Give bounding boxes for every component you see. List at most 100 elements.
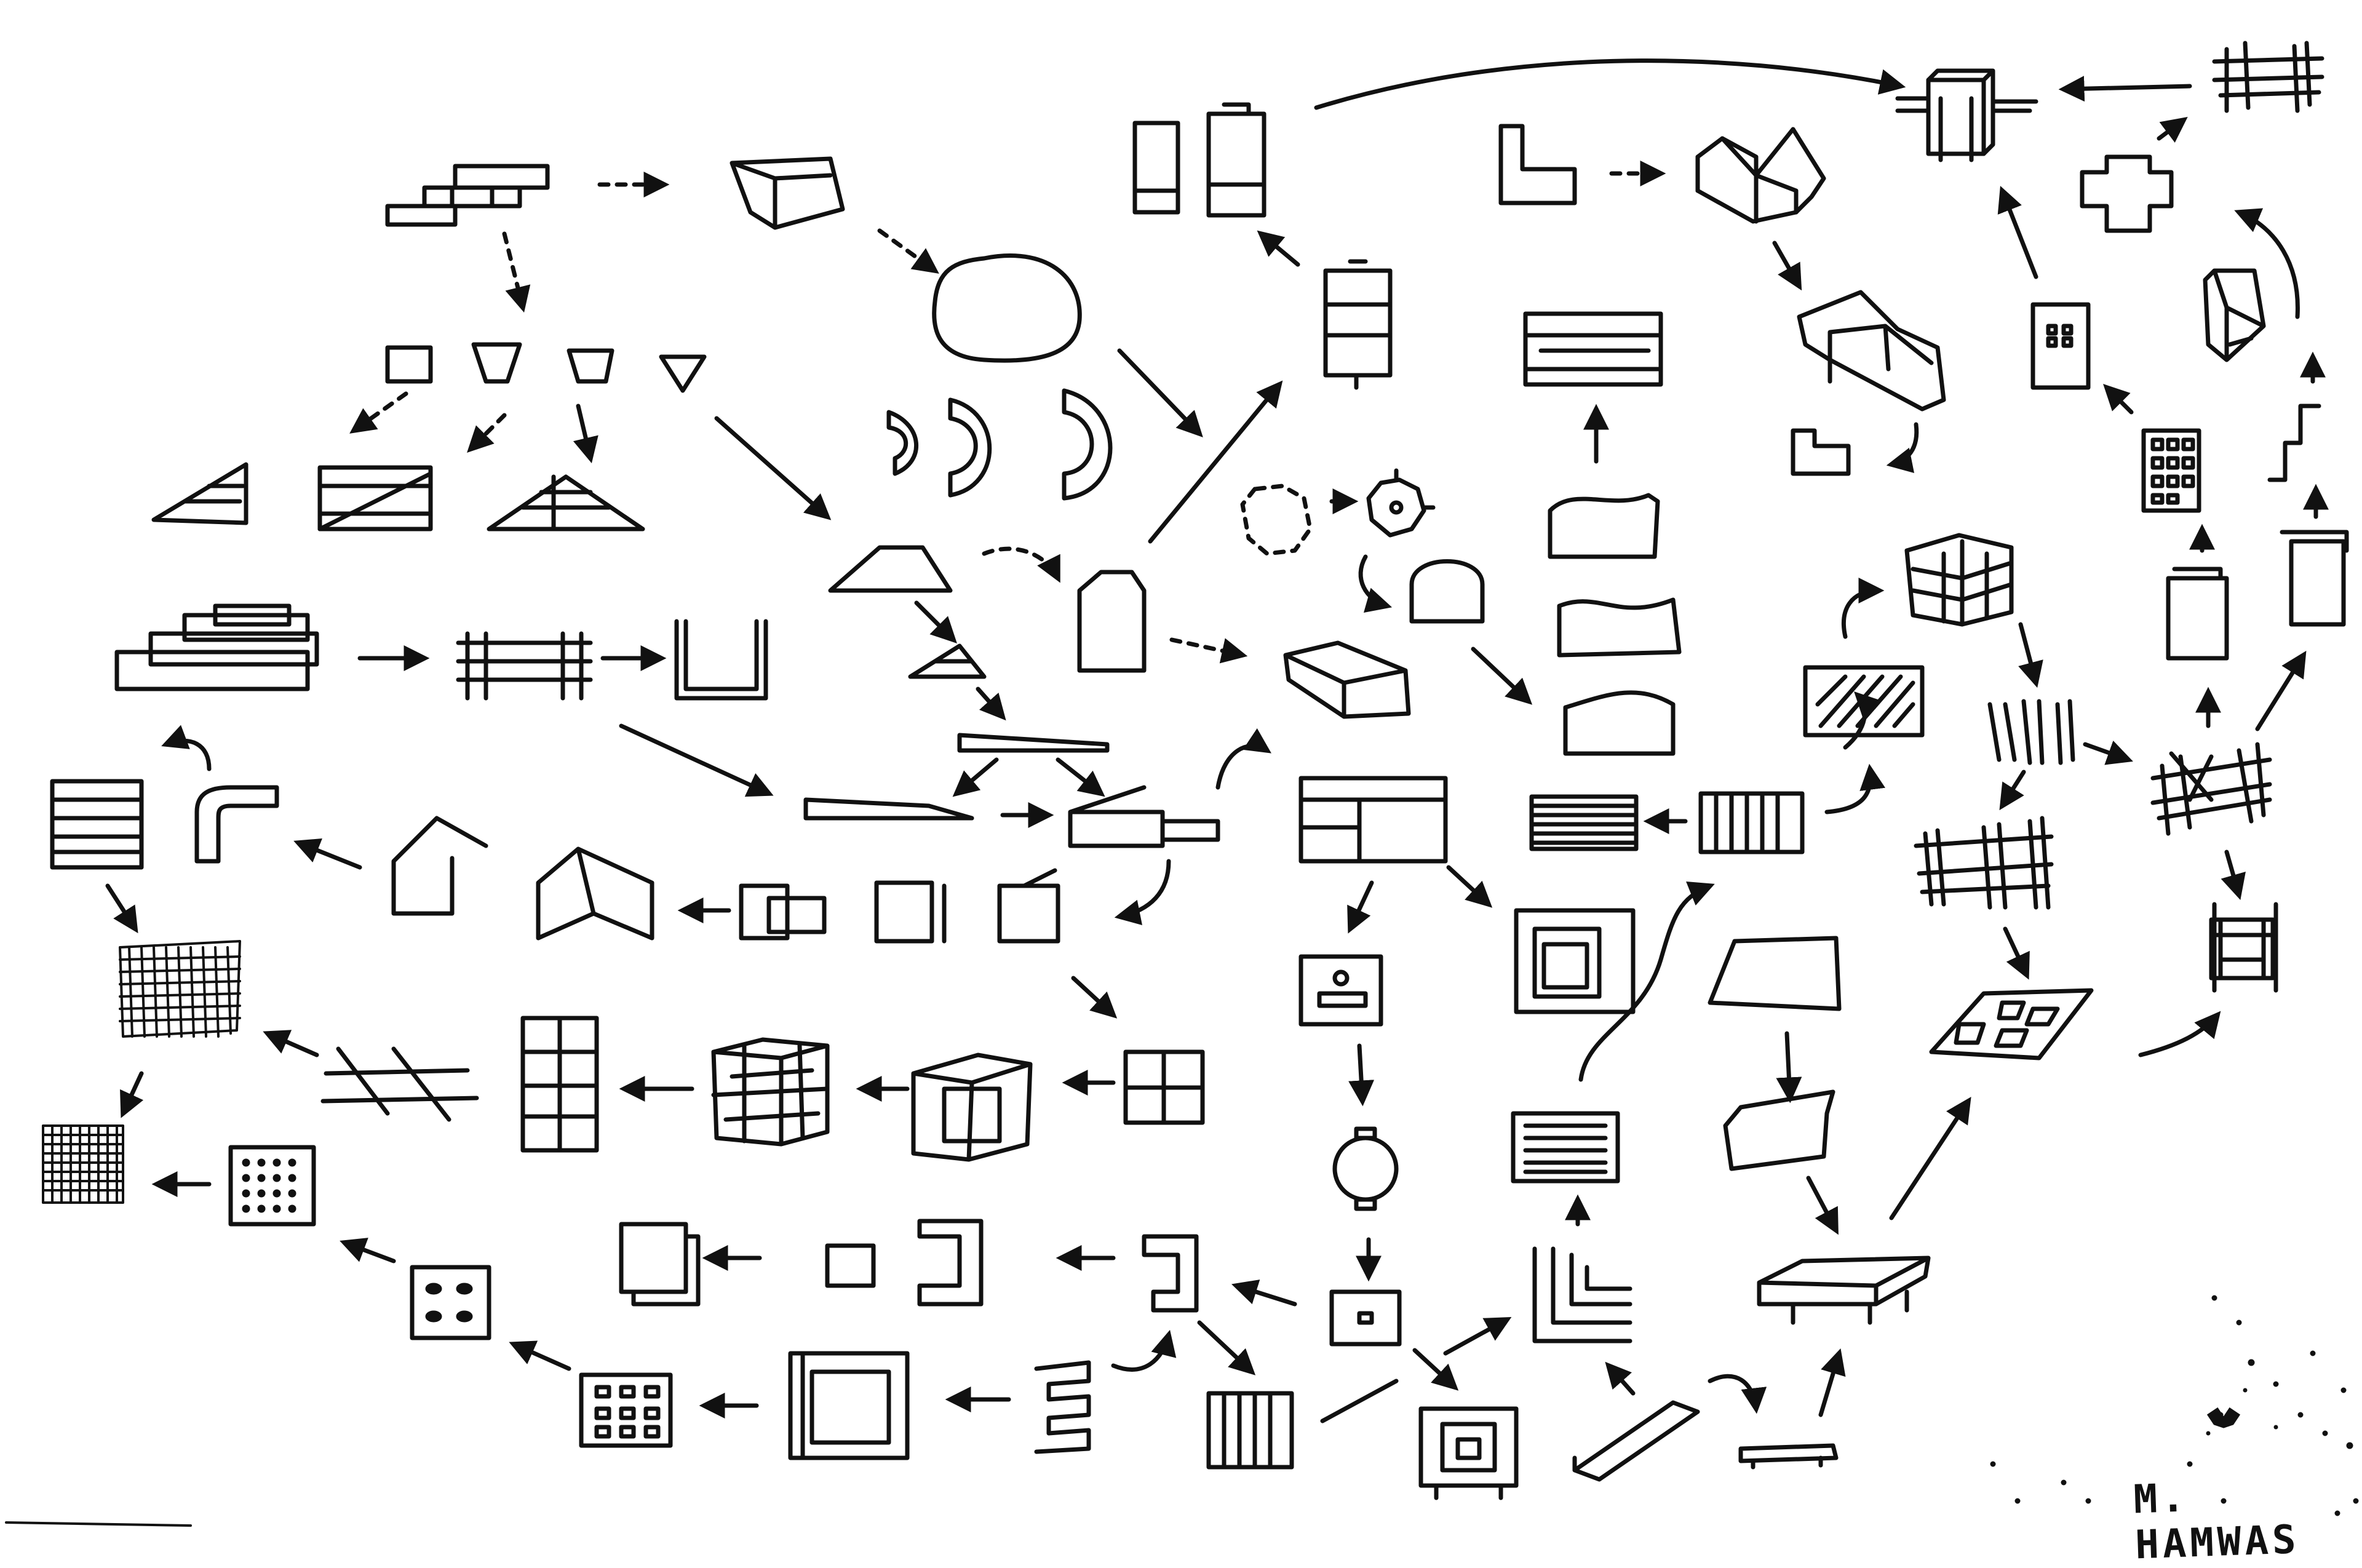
wedge-block-shape	[1068, 785, 1220, 848]
nested-square-box-shape	[1418, 1406, 1519, 1500]
panel-layout-shape	[1298, 776, 1448, 864]
arrow	[1806, 1176, 1839, 1235]
battery-cell-shape	[1323, 259, 1393, 390]
open-book-shape	[536, 846, 654, 941]
arrow	[1708, 1374, 1767, 1414]
arrow	[573, 404, 598, 464]
gear-octagon-shape	[1366, 468, 1436, 538]
arrow	[105, 883, 138, 934]
arrow	[1348, 1043, 1375, 1107]
table-slab-shape	[1757, 1256, 1931, 1325]
arch-door-shape	[1409, 559, 1485, 624]
arrow	[1358, 554, 1393, 613]
shape-evolution-diagram	[5, 41, 2359, 1527]
arrow	[1148, 380, 1283, 544]
arrow	[1111, 1329, 1177, 1372]
arrow	[952, 757, 999, 797]
hatched-panel-shape	[1803, 665, 1925, 738]
arrow	[1471, 647, 1533, 705]
blob-shape	[932, 253, 1082, 363]
arrow	[2138, 1011, 2221, 1057]
arrow	[1197, 1320, 1256, 1375]
arrow	[2103, 384, 2134, 415]
butterfly-mark	[2206, 1407, 2241, 1428]
arrow	[2083, 740, 2133, 765]
arrow	[263, 1030, 319, 1057]
arrow	[1169, 637, 1248, 664]
vertical-slats-shape	[1206, 1391, 1294, 1470]
small-triangle-shape	[908, 643, 987, 679]
skateboard-shape	[1738, 1443, 1839, 1470]
arrow	[509, 1340, 571, 1371]
four-pane-window-shape	[1123, 1049, 1205, 1125]
arrow	[1999, 770, 2026, 811]
arrow	[619, 723, 774, 797]
flat-slab-shape	[1572, 1400, 1700, 1482]
overlapping-squares-shape	[739, 883, 827, 941]
tray-with-holes-shape	[1929, 988, 2094, 1061]
perforated-tile-shape	[2141, 428, 2201, 513]
small-shapes-row	[385, 342, 707, 393]
horizontal-stripes-shape	[50, 779, 144, 870]
arrow	[982, 546, 1060, 583]
c-bracket-shape	[1142, 1234, 1199, 1313]
dense-grid-shape	[119, 940, 241, 1038]
small-square-shape	[825, 1243, 876, 1288]
framed-square-shape	[788, 1351, 910, 1460]
step-line-shape	[2267, 404, 2321, 482]
arrow	[120, 1071, 144, 1118]
arrow	[1215, 728, 1271, 790]
arrow	[467, 413, 507, 453]
triple-bars-shape	[1987, 699, 2075, 765]
striped-panel-shape	[1511, 1111, 1620, 1184]
arrow	[976, 686, 1006, 721]
wire-cube-shape	[711, 1037, 830, 1147]
double-panel-shape	[619, 1222, 701, 1307]
tall-grid-window-shape	[520, 1016, 599, 1153]
arrow	[1114, 859, 1171, 925]
cube-shape	[911, 1053, 1033, 1162]
arrow	[2221, 850, 2246, 901]
bent-pipe-shape	[194, 785, 279, 864]
arrow	[1605, 1361, 1636, 1396]
arrow	[1347, 880, 1374, 934]
arrow	[1056, 757, 1105, 797]
arrow	[2058, 76, 2192, 102]
zigzag-sheet-shape	[1034, 1360, 1091, 1454]
wavy-top-block-3	[1563, 690, 1676, 756]
dotted-octagon-shape	[1240, 484, 1313, 556]
ladder-shape	[1914, 816, 2054, 910]
bracket-shape	[917, 1219, 984, 1307]
arrow	[1443, 1316, 1512, 1356]
arrow	[1117, 348, 1203, 438]
square-bracket-shape	[874, 880, 947, 944]
arrow	[161, 725, 212, 771]
arrow	[1886, 422, 1919, 473]
bent-sheet-shape	[1723, 1089, 1835, 1171]
bar-shape	[957, 733, 1110, 753]
tangled-frame-shape	[2150, 742, 2272, 836]
l-block-open-shape	[1797, 290, 1946, 412]
arrow	[714, 416, 832, 520]
arrow	[1412, 1348, 1459, 1391]
binder-clip-shape	[1895, 68, 2038, 162]
u-channel-shape	[674, 619, 768, 701]
arrow	[1824, 763, 1885, 814]
perforated-door-shape	[2030, 302, 2091, 390]
l-block-3d-shape	[1695, 127, 1826, 224]
arrow	[1071, 976, 1118, 1019]
flag-square-shape	[997, 868, 1060, 944]
fine-grid-shape	[42, 1124, 124, 1204]
fence-shape	[456, 631, 593, 701]
slot-panel-shape	[1298, 954, 1383, 1027]
nested-l-shape	[1532, 1246, 1632, 1343]
artist-signature: M. HAMWAS	[2133, 1475, 2300, 1568]
arrow	[1889, 1096, 1971, 1220]
arrow	[914, 600, 957, 643]
prism-box-shape	[730, 156, 845, 230]
wavy-top-block-1	[1548, 493, 1660, 559]
edge-line	[5, 1521, 192, 1527]
tall-box-shape	[2166, 567, 2229, 661]
arrow	[1231, 1279, 1297, 1307]
arrow	[2255, 650, 2307, 731]
